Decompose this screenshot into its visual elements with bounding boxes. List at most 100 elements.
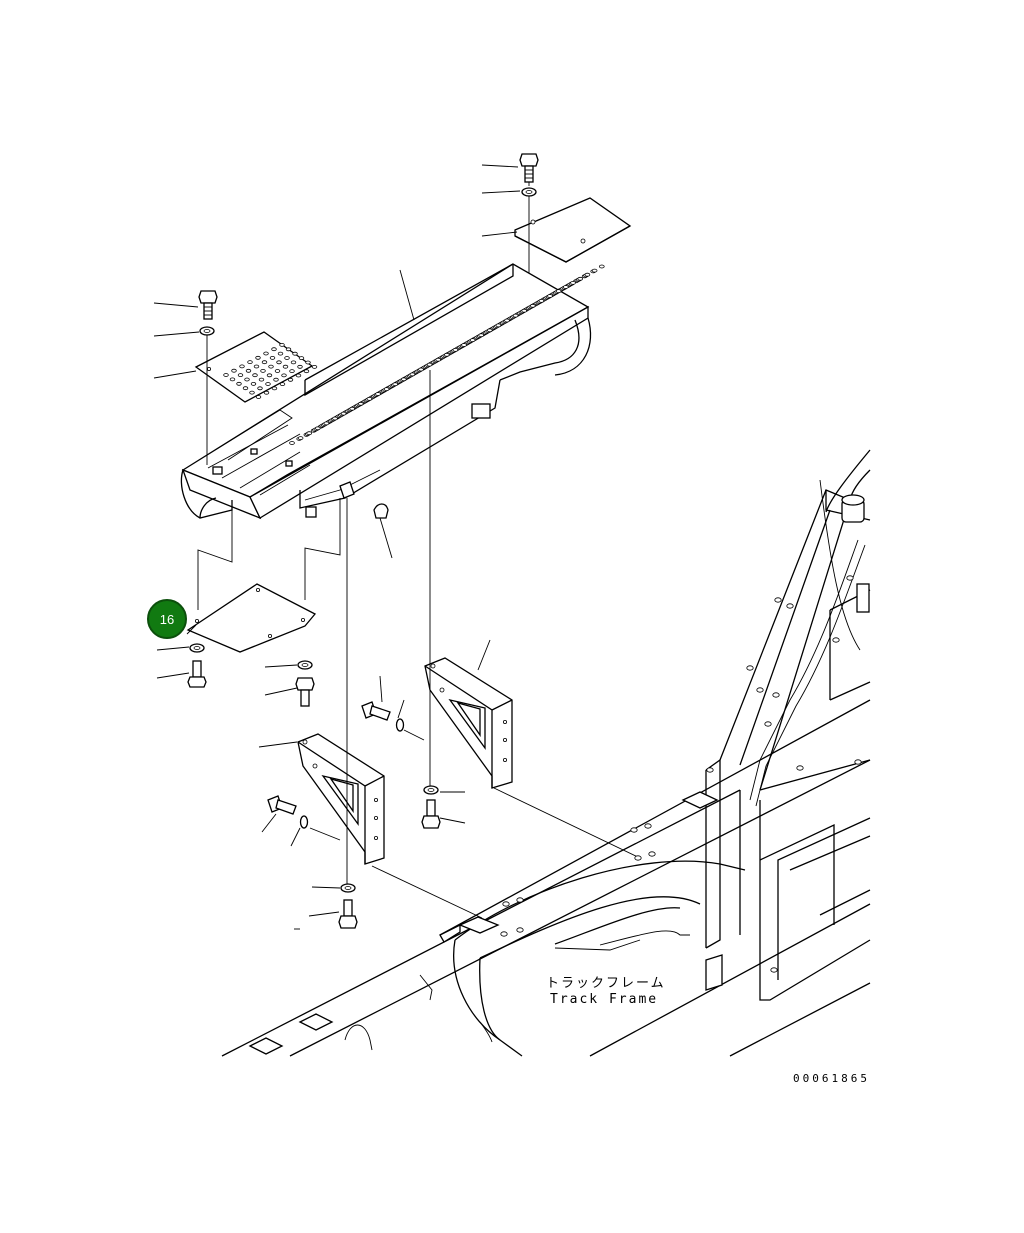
perforation-hole: [577, 276, 583, 281]
perforation-hole: [796, 765, 804, 771]
perforation-hole: [244, 377, 250, 382]
perforation-hole: [495, 323, 502, 328]
perforation-hole: [279, 342, 285, 347]
perforation-hole: [630, 827, 638, 833]
perforation-hole: [516, 897, 524, 903]
perforation-hole: [271, 347, 277, 352]
perforation-hole: [311, 364, 318, 369]
bolt-icon: [338, 899, 358, 929]
perforation-hole: [263, 351, 269, 356]
under-cover-plate: [186, 583, 317, 653]
perforation-hole: [443, 352, 450, 357]
perforation-hole: [521, 308, 527, 313]
horizontal-bolt-icon: [361, 701, 391, 721]
perforation-hole: [529, 303, 536, 308]
perforation-hole: [547, 294, 553, 298]
perforation-hole: [297, 436, 304, 441]
perforation-hole: [305, 360, 311, 365]
perforation-hole: [281, 373, 287, 378]
horizontal-bolt-icon: [267, 795, 297, 815]
bolt-icon: [421, 799, 441, 829]
track-frame-label-jp: トラックフレーム: [546, 976, 666, 991]
perforation-hole: [284, 356, 290, 360]
perforation-hole: [452, 347, 459, 352]
perforation-hole: [770, 967, 778, 973]
perforation-hole: [285, 347, 292, 352]
perforation-hole: [287, 377, 294, 382]
perforation-hole: [247, 360, 253, 365]
perforation-hole: [245, 368, 252, 373]
perforation-hole: [504, 318, 510, 323]
perforation-hole: [239, 364, 245, 369]
track-frame: [221, 449, 871, 1057]
perforation-hole: [349, 406, 356, 411]
perforation-hole: [274, 369, 281, 373]
callout-number: 16: [159, 611, 175, 627]
perforation-hole: [314, 426, 321, 431]
bolt-icon: [295, 677, 315, 707]
perforation-hole: [469, 338, 476, 343]
perforation-hole: [512, 313, 519, 318]
perforation-hole: [772, 692, 780, 698]
washer-icon: [395, 718, 405, 732]
callout-16-badge[interactable]: 16: [147, 599, 187, 639]
step-catwalk: [180, 263, 605, 559]
perforation-hole: [258, 377, 265, 382]
perforation-hole: [292, 351, 298, 356]
perforation-hole: [764, 721, 772, 727]
perforation-hole: [252, 373, 258, 378]
left-bracket: [297, 733, 385, 865]
perforation-hole: [598, 264, 605, 269]
perforation-hole: [260, 368, 266, 373]
perforation-hole: [400, 377, 407, 382]
perforation-hole: [591, 268, 598, 273]
washer-icon: [299, 815, 309, 829]
perforation-hole: [242, 386, 249, 391]
perforation-hole: [706, 767, 714, 773]
perforation-hole: [273, 377, 279, 382]
perforation-hole: [276, 360, 282, 365]
left-bolt-icon: [198, 290, 218, 320]
perforation-hole: [303, 369, 310, 374]
perforation-hole: [250, 381, 257, 386]
perforation-hole: [756, 687, 764, 693]
track-frame-label-en: Track Frame: [550, 992, 659, 1007]
perforation-hole: [584, 272, 591, 277]
perforation-hole: [295, 373, 302, 378]
perforated-plate: [194, 331, 318, 403]
perforation-hole: [323, 421, 330, 426]
perforation-hole: [297, 364, 303, 369]
perforation-hole: [435, 357, 442, 362]
right-bracket: [424, 657, 513, 789]
perforation-hole: [277, 351, 284, 356]
perforation-hole: [644, 823, 652, 829]
top-cover-plate: [514, 197, 632, 263]
perforation-hole: [289, 369, 295, 374]
perforation-hole: [257, 386, 263, 391]
perforation-hole: [383, 387, 390, 392]
perforation-hole: [306, 431, 313, 436]
perforation-hole: [570, 280, 576, 285]
perforation-hole: [253, 364, 260, 369]
perforation-hole: [555, 289, 562, 294]
perforation-hole: [249, 390, 255, 395]
perforation-hole: [231, 368, 237, 373]
perforation-hole: [298, 356, 305, 361]
perforation-hole: [290, 360, 297, 365]
perforation-hole: [854, 759, 862, 765]
perforation-hole: [392, 382, 399, 387]
perforation-hole: [502, 901, 510, 907]
perforation-hole: [229, 377, 236, 382]
perforation-hole: [426, 362, 433, 367]
perforation-hole: [366, 396, 373, 401]
perforation-hole: [478, 333, 485, 338]
perforation-hole: [418, 367, 424, 372]
perforation-hole: [237, 373, 244, 378]
perforation-hole: [255, 355, 261, 360]
perforation-hole: [516, 927, 524, 933]
bolt-icon: [187, 660, 207, 688]
perforation-hole: [332, 416, 338, 421]
perforation-hole: [746, 665, 754, 671]
perforation-hole: [279, 382, 286, 387]
